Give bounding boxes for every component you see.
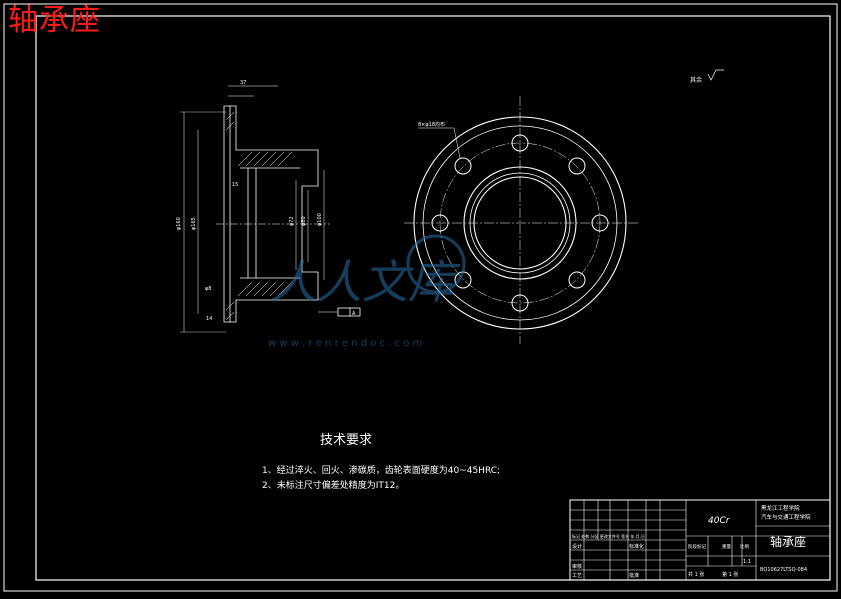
ratio-label: 比例 [740,543,749,550]
dim-l1: 15 [232,182,238,188]
scale: 1:1 [743,559,751,565]
section-view [180,85,361,333]
dim-d3: φ72 [289,216,295,226]
title-block [569,499,831,581]
approve-label: 批准 [629,572,639,579]
watermark-url: w w w . r e n r e n d o c . c o m [268,338,422,349]
watermark-logo: 人人文库 [270,255,461,309]
sheets-total: 共 1 张 [688,571,704,578]
tech-line-1: 1、经过淬火、回火、渗碳质，齿轮表面硬度为40~45HRC; [262,464,500,476]
design-label: 设计 [572,543,582,550]
craft-label: 工艺 [572,573,582,579]
roughness-symbol-icon [707,69,724,81]
weight-label: 重量 [722,543,731,550]
overlay-title: 轴承座 [8,3,101,38]
datum-label: A [352,311,356,317]
school-line-2: 汽车与交通工程学院 [761,513,811,521]
stage-mark-label: 阶段标记 [688,543,706,550]
dim-l2: 14 [206,316,212,322]
dim-d4: φ80 [301,216,307,226]
hole-callout: 8×φ18均布 [418,121,445,128]
material: 40Cr [708,516,731,526]
watermark: 人人文库 w w w . r e n r e n d o c . c o m [268,234,466,349]
standardize-label: 标准化 [629,543,644,550]
sheet-no: 第 1 张 [722,571,738,578]
inner-border [35,15,831,581]
dim-d6: φ8 [205,286,211,292]
dim-d5: φ100 [317,213,323,226]
roughness-note: 其余 [690,76,702,84]
front-view [404,96,640,344]
dim-top: 37 [240,80,246,86]
dim-d1: φ160 [176,217,182,230]
part-name: 轴承座 [770,534,806,549]
drawing-no: BQ10627LTSQ-084 [760,567,807,573]
outer-border [3,3,838,592]
school-line-1: 黑龙江工程学院 [761,504,800,512]
dim-d2: φ165 [191,217,197,230]
tech-heading: 技术要求 [320,433,372,448]
review-label: 审核 [572,563,582,570]
tech-line-2: 2、未标注尺寸偏差处精度为IT12。 [262,479,404,491]
header-row: 标记 处数 分区 更改文件号 签名 年.月.日 [572,533,645,539]
